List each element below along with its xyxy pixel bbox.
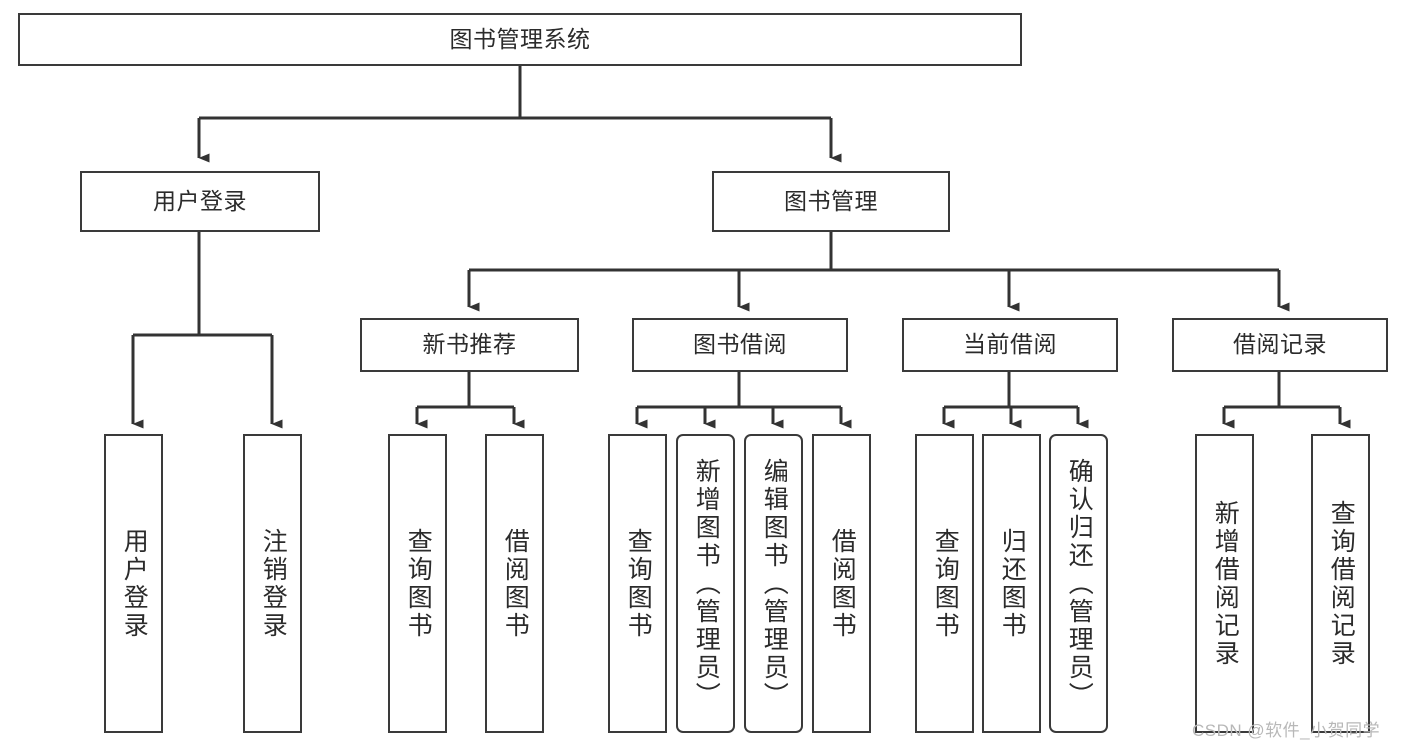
node-leaf-return-book-label: 归还图书 bbox=[998, 527, 1027, 640]
node-new-book-recommend-label: 新书推荐 bbox=[422, 331, 517, 358]
node-leaf-query-book-current-label: 查询图书 bbox=[931, 527, 960, 640]
node-book-borrow[interactable]: 图书借阅 bbox=[632, 318, 848, 372]
node-current-borrow-label: 当前借阅 bbox=[963, 331, 1057, 358]
node-user-login[interactable]: 用户登录 bbox=[80, 171, 320, 232]
node-leaf-query-borrow-record-label: 查询借阅记录 bbox=[1327, 499, 1356, 668]
node-leaf-logout-label: 注销登录 bbox=[259, 527, 288, 640]
node-leaf-borrow-book-newbook-label: 借阅图书 bbox=[501, 527, 530, 640]
node-book-management-label: 图书管理 bbox=[784, 187, 878, 214]
node-borrow-records[interactable]: 借阅记录 bbox=[1172, 318, 1388, 372]
node-borrow-records-label: 借阅记录 bbox=[1233, 331, 1327, 358]
node-leaf-query-book-newbook[interactable]: 查询图书 bbox=[388, 434, 447, 733]
node-leaf-return-book[interactable]: 归还图书 bbox=[982, 434, 1041, 733]
node-leaf-query-book-newbook-label: 查询图书 bbox=[404, 527, 433, 640]
node-leaf-user-login-label: 用户登录 bbox=[120, 527, 149, 640]
node-leaf-query-book-borrow[interactable]: 查询图书 bbox=[608, 434, 667, 733]
node-leaf-borrow-book[interactable]: 借阅图书 bbox=[812, 434, 871, 733]
node-leaf-query-borrow-record[interactable]: 查询借阅记录 bbox=[1311, 434, 1370, 733]
node-leaf-borrow-book-newbook[interactable]: 借阅图书 bbox=[485, 434, 544, 733]
node-leaf-add-book-admin-label: 新增图书（管理员） bbox=[692, 457, 721, 710]
node-book-borrow-label: 图书借阅 bbox=[693, 331, 787, 358]
node-current-borrow[interactable]: 当前借阅 bbox=[902, 318, 1118, 372]
node-leaf-confirm-return-admin-label: 确认归还（管理员） bbox=[1065, 457, 1094, 710]
node-leaf-confirm-return-admin[interactable]: 确认归还（管理员） bbox=[1049, 434, 1108, 733]
node-user-login-label: 用户登录 bbox=[153, 187, 247, 214]
node-leaf-logout[interactable]: 注销登录 bbox=[243, 434, 302, 733]
node-leaf-add-book-admin[interactable]: 新增图书（管理员） bbox=[676, 434, 735, 733]
node-leaf-add-borrow-record[interactable]: 新增借阅记录 bbox=[1195, 434, 1254, 733]
node-leaf-query-book-borrow-label: 查询图书 bbox=[624, 527, 653, 640]
node-leaf-edit-book-admin-label: 编辑图书（管理员） bbox=[760, 457, 789, 710]
node-leaf-query-book-current[interactable]: 查询图书 bbox=[915, 434, 974, 733]
node-book-management[interactable]: 图书管理 bbox=[712, 171, 950, 232]
node-new-book-recommend[interactable]: 新书推荐 bbox=[360, 318, 579, 372]
node-leaf-user-login[interactable]: 用户登录 bbox=[104, 434, 163, 733]
node-root-label: 图书管理系统 bbox=[449, 25, 591, 52]
node-leaf-borrow-book-label: 借阅图书 bbox=[828, 527, 857, 640]
node-leaf-add-borrow-record-label: 新增借阅记录 bbox=[1211, 499, 1240, 668]
node-leaf-edit-book-admin[interactable]: 编辑图书（管理员） bbox=[744, 434, 803, 733]
node-root-system[interactable]: 图书管理系统 bbox=[18, 13, 1022, 66]
